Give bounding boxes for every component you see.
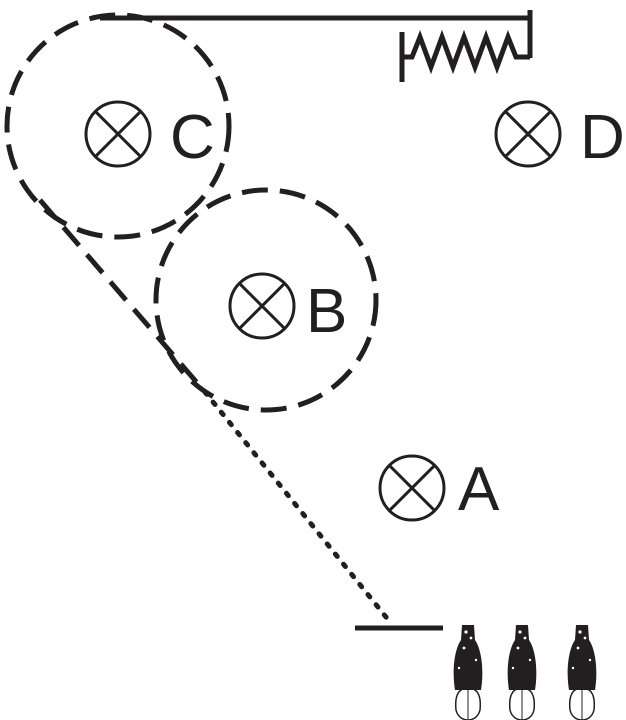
target-a: A — [378, 454, 500, 524]
crossed-circle-icon — [228, 272, 296, 340]
spring-icon — [402, 29, 530, 75]
bird-top-view-icon — [453, 625, 483, 720]
crossed-circle-icon — [84, 100, 152, 168]
bird-top-view-icon — [507, 625, 537, 720]
target-label-c: C — [170, 103, 215, 172]
dashed-circle-c — [4, 12, 232, 240]
target-label-d: D — [580, 103, 625, 172]
target-b: B — [228, 272, 347, 346]
path-dotted-segment — [202, 389, 393, 625]
bird-top-view-icon — [567, 625, 597, 720]
crossed-circle-icon — [378, 454, 446, 522]
dashed-circle-b — [153, 187, 379, 413]
target-label-a: A — [458, 455, 500, 524]
path-dashed-segment — [38, 198, 207, 394]
target-d: D — [494, 100, 625, 172]
target-c: C — [84, 100, 215, 172]
crossed-circle-icon — [494, 100, 562, 168]
target-label-b: B — [306, 277, 347, 346]
